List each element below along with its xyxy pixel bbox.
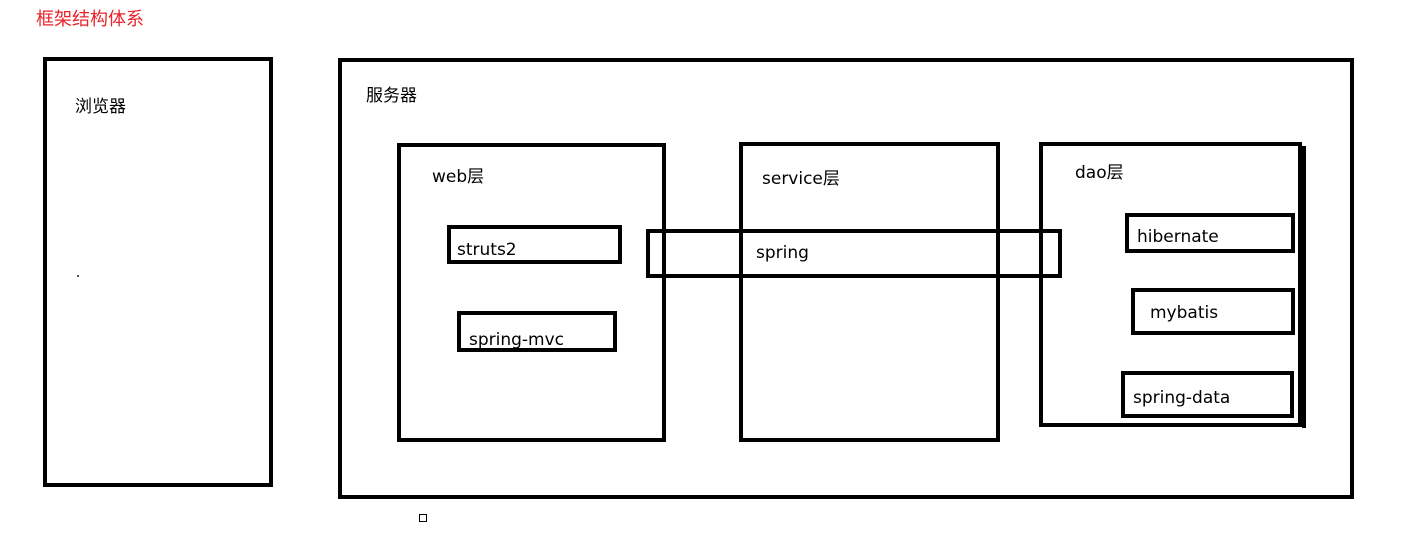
spring-mvc-label: spring-mvc bbox=[469, 330, 565, 348]
small-square-marker bbox=[419, 514, 427, 522]
spring-data-label: spring-data bbox=[1133, 388, 1231, 408]
server-label: 服务器 bbox=[366, 86, 417, 106]
browser-box bbox=[43, 57, 273, 487]
dao-layer-label: dao层 bbox=[1075, 163, 1124, 183]
web-layer-box bbox=[397, 143, 666, 442]
dao-layer-edge bbox=[1302, 146, 1306, 428]
server-box bbox=[338, 58, 1354, 499]
stray-dot bbox=[77, 275, 79, 277]
spring-label: spring bbox=[756, 243, 809, 262]
hibernate-label: hibernate bbox=[1137, 227, 1219, 247]
spring-mvc-box bbox=[457, 311, 617, 352]
struts2-label: struts2 bbox=[457, 240, 517, 259]
spring-bar bbox=[646, 229, 1062, 278]
service-layer-label: service层 bbox=[762, 169, 840, 189]
mybatis-box bbox=[1131, 288, 1295, 335]
web-layer-label: web层 bbox=[432, 167, 485, 187]
diagram-title: 框架结构体系 bbox=[36, 9, 144, 30]
browser-label: 浏览器 bbox=[75, 97, 126, 117]
mybatis-label: mybatis bbox=[1150, 303, 1219, 323]
dao-layer-box bbox=[1039, 142, 1302, 427]
struts2-box bbox=[447, 225, 622, 264]
service-layer-box bbox=[739, 142, 1000, 442]
spring-data-box bbox=[1121, 371, 1294, 418]
hibernate-box bbox=[1125, 213, 1295, 253]
